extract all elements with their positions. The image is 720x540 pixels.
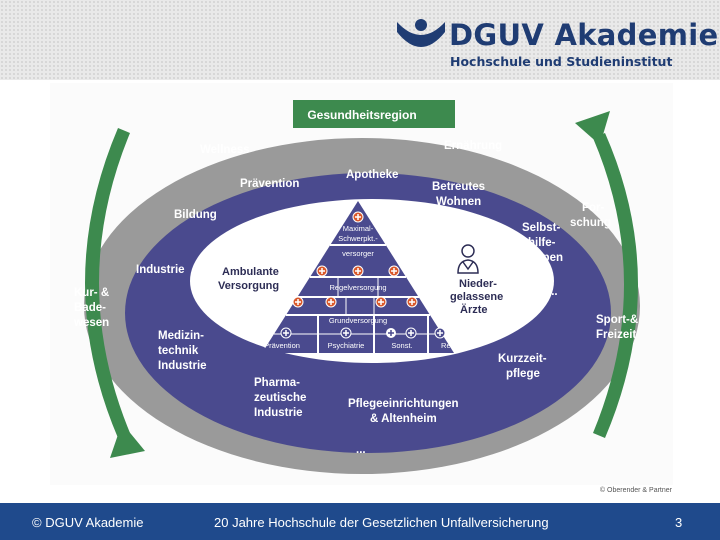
label-pharma-3: Industrie: [254, 407, 303, 419]
label-sport-2: Freizeit: [596, 329, 636, 341]
label-medizintechnik-2: technik: [158, 345, 199, 357]
label-niedergelassene-2: gelassene: [450, 291, 503, 303]
cross-icon: [352, 265, 364, 277]
dguv-shield-icon: [397, 19, 445, 47]
label-dots-right: ...: [548, 286, 558, 298]
page-number: 3: [675, 515, 683, 530]
image-credit: © Oberender & Partner: [599, 487, 672, 494]
header-bar: DGUV Akademie Hochschule und Studieninst…: [0, 0, 720, 80]
label-selbsthilfe-3: gruppen: [517, 252, 563, 264]
pyramid-praevention: Prävention: [264, 341, 300, 350]
arrow-right-icon: [575, 111, 638, 438]
label-pflege-1: Pflegeeinrichtungen: [348, 398, 459, 410]
cross-icon: [388, 265, 400, 277]
banner-box: [293, 100, 455, 128]
label-medizintechnik-1: Medizin-: [158, 330, 204, 342]
label-betreutes-2: Wohnen: [436, 196, 481, 208]
label-ambulante-1: Ambulante: [222, 266, 279, 278]
pyramid-reha: Reha: [441, 341, 460, 350]
cross-icon: [375, 296, 387, 308]
label-kur-1: Kur- &: [74, 287, 109, 299]
pyramid-top-2: Schwerpkt.-: [338, 234, 378, 243]
doctor-icon: [457, 244, 479, 274]
label-niedergelassene-3: Ärzte: [460, 303, 488, 316]
label-industrie: Industrie: [136, 264, 185, 276]
gesundheitsregion-diagram: Gesundheitsregion Wellness Ernährung Kur…: [50, 83, 673, 485]
cross-icon: [386, 328, 396, 338]
dguv-logo: DGUV Akademie Hochschule und Studieninst…: [395, 14, 718, 74]
pyramid-top-3: versorger: [342, 249, 374, 258]
label-kurzzeitpflege-1: Kurzzeit-: [498, 353, 547, 365]
label-pharma-2: zeutische: [254, 392, 306, 404]
pyramid-sonst: Sonst.: [391, 341, 412, 350]
pyramid-regel: Regelversorgung: [329, 283, 386, 292]
arrow-left-icon: [85, 128, 145, 458]
label-kurzzeitpflege-2: pflege: [506, 368, 540, 380]
label-medizintechnik-3: Industrie: [158, 360, 207, 372]
label-kur-3: wesen: [73, 317, 109, 329]
cross-icon: [406, 296, 418, 308]
cross-icon: [352, 211, 364, 223]
label-forschung-1: For-: [582, 202, 605, 214]
pyramid-grund: Grundversorgung: [329, 316, 387, 325]
footer-title: 20 Jahre Hochschule der Gesetzlichen Unf…: [214, 515, 549, 530]
label-dots-bottom: ...: [356, 444, 366, 456]
label-pflege-2: & Altenheim: [370, 413, 437, 425]
label-selbsthilfe-1: Selbst-: [522, 222, 561, 234]
cross-icon: [292, 296, 304, 308]
footer-bar: © DGUV Akademie 20 Jahre Hochschule der …: [0, 503, 720, 540]
cross-icon: [340, 327, 352, 339]
care-pyramid: [262, 201, 454, 353]
label-wellness: Wellness: [200, 144, 250, 156]
cross-icon: [434, 327, 446, 339]
label-ernaehrung: Ernährung: [444, 140, 502, 152]
label-ambulante-2: Versorgung: [218, 280, 279, 292]
logo-title: DGUV Akademie: [449, 18, 719, 52]
footer-copyright: © DGUV Akademie: [32, 515, 144, 530]
cross-icon: [316, 265, 328, 277]
label-praevention: Prävention: [240, 178, 299, 190]
diagram-canvas: Gesundheitsregion Wellness Ernährung Kur…: [50, 83, 673, 485]
label-betreutes-1: Betreutes: [432, 181, 485, 193]
label-kur-2: Bade-: [74, 302, 106, 314]
label-niedergelassene-1: Nieder-: [459, 278, 497, 290]
cross-icon: [280, 327, 292, 339]
label-pharma-1: Pharma-: [254, 377, 300, 389]
label-sport-1: Sport-&: [596, 314, 638, 326]
cross-icon: [405, 327, 417, 339]
label-bildung: Bildung: [174, 209, 217, 221]
label-apotheke: Apotheke: [346, 169, 398, 181]
cross-icon: [325, 296, 337, 308]
label-forschung-2: schung: [570, 217, 611, 229]
pyramid-psychiatrie: Psychiatrie: [328, 341, 365, 350]
label-selbsthilfe-2: hilfe-: [528, 237, 556, 249]
logo-subtitle: Hochschule und Studieninstitut: [450, 54, 673, 69]
banner-label: Gesundheitsregion: [307, 108, 416, 122]
pyramid-top-1: Maximal-: [343, 224, 374, 233]
